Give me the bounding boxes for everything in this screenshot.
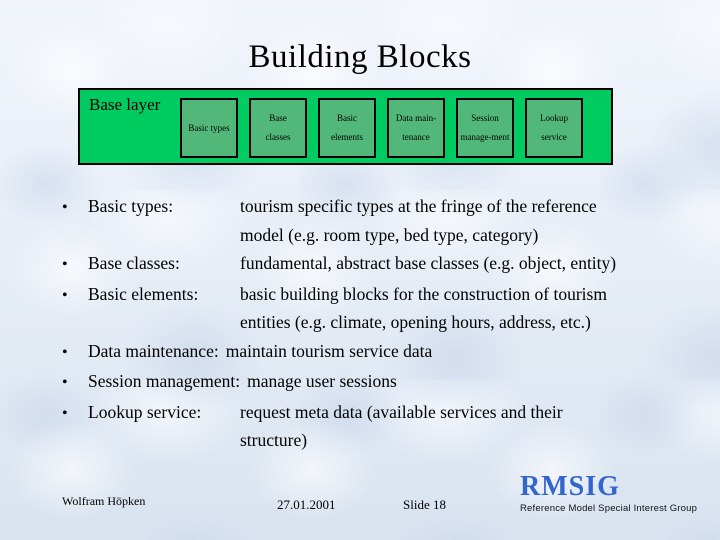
block-base-classes: Base classes <box>249 98 307 158</box>
bullet-item-data-maintenance: Data maintenance: maintain tourism servi… <box>62 337 706 368</box>
block-basic-types: Basic types <box>180 98 238 158</box>
bullet-item-session-management: Session management: manage user sessions <box>62 367 706 398</box>
bullet-label: Session management: <box>88 371 241 391</box>
bullet-description: tourism specific types at the fringe of … <box>240 196 597 245</box>
bullet-label: Data maintenance: <box>88 340 219 361</box>
bullet-icon <box>62 249 88 280</box>
block-basic-elements: Basic elements <box>318 98 376 158</box>
base-layer-container: Base layer Basic types Base classes Basi… <box>78 88 613 165</box>
footer-slide-number: Slide 18 <box>403 497 446 512</box>
bullet-item-base-classes: Base classes: fundamental, abstract base… <box>62 249 706 280</box>
bullet-icon <box>62 367 88 398</box>
bullet-label: Basic elements: <box>88 283 199 304</box>
footer-author: Wolfram Höpken <box>62 494 146 508</box>
bullet-item-basic-types: Basic types: tourism specific types at t… <box>62 192 706 249</box>
block-lookup-service: Lookup service <box>525 98 583 158</box>
bullet-icon <box>62 192 88 223</box>
block-data-maintenance: Data main- tenance <box>387 98 445 158</box>
bullet-list: Basic types: tourism specific types at t… <box>62 192 706 455</box>
bullet-icon <box>62 337 88 368</box>
rmsig-logo: RMSIG <box>520 471 620 502</box>
base-layer-label: Base layer <box>89 95 161 114</box>
bullet-description: manage user sessions <box>247 371 397 391</box>
bullet-description: basic building blocks for the constructi… <box>240 283 607 333</box>
slide-title: Building Blocks <box>248 39 472 75</box>
bullet-label: Lookup service: <box>88 401 202 422</box>
bullet-item-basic-elements: Basic elements: basic building blocks fo… <box>62 280 706 337</box>
bullet-icon <box>62 280 88 311</box>
building-blocks-row: Basic types Base classes Basic elements … <box>180 98 583 158</box>
bullet-description: request meta data (available services an… <box>240 401 563 451</box>
bullet-description: maintain tourism service data <box>225 340 433 361</box>
rmsig-logo-subtitle: Reference Model Special Interest Group <box>520 503 698 514</box>
footer-date: 27.01.2001 <box>277 497 336 512</box>
bullet-label: Basic types: <box>88 196 174 216</box>
bullet-item-lookup-service: Lookup service: request meta data (avail… <box>62 398 706 455</box>
block-session-management: Session manage-ment <box>456 98 514 158</box>
bullet-label: Base classes: <box>88 253 180 273</box>
bullet-icon <box>62 398 88 429</box>
bullet-description: fundamental, abstract base classes (e.g.… <box>240 253 617 273</box>
